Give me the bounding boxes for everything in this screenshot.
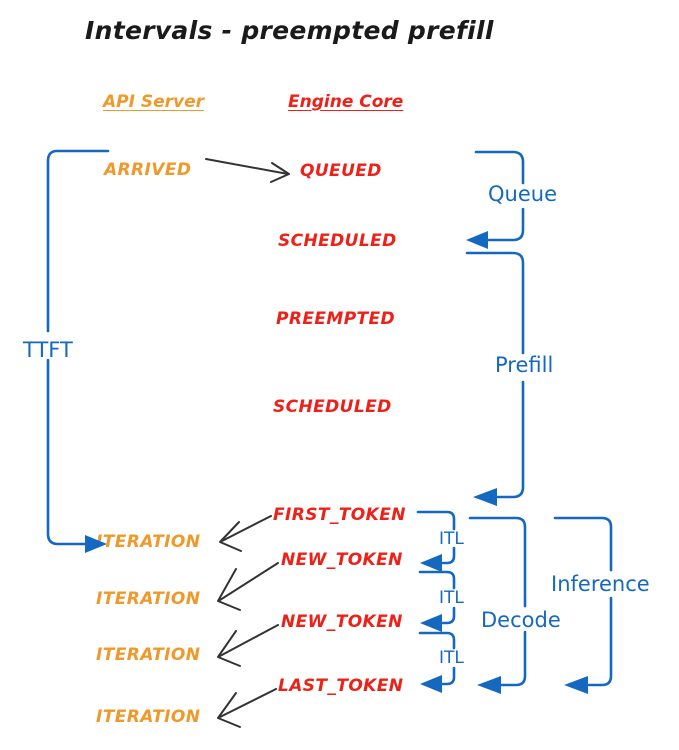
event-scheduled-2: SCHEDULED <box>273 397 392 417</box>
event-iteration-1: ITERATION <box>96 532 201 552</box>
bracket-inference <box>553 516 613 694</box>
interval-label-decode: Decode <box>478 610 564 631</box>
event-new-token-1: NEW_TOKEN <box>281 550 403 570</box>
bracket-decode <box>468 516 527 694</box>
event-scheduled-1: SCHEDULED <box>278 231 397 251</box>
event-preempted: PREEMPTED <box>276 309 396 329</box>
event-new-token-2: NEW_TOKEN <box>281 612 403 632</box>
event-first-token: FIRST_TOKEN <box>273 505 406 525</box>
arrow-last-token-to-iteration-4 <box>217 688 277 728</box>
page-title: Intervals - preempted prefill <box>85 16 494 45</box>
interval-label-itl-2: ITL <box>436 590 467 607</box>
interval-label-queue: Queue <box>485 184 560 205</box>
column-header-engine-core: Engine Core <box>288 92 404 112</box>
event-last-token: LAST_TOKEN <box>278 676 404 696</box>
interval-label-inference: Inference <box>548 574 653 595</box>
bracket-prefill <box>465 251 525 506</box>
arrow-first-token-to-iteration-1 <box>219 515 272 552</box>
event-arrived: ARRIVED <box>104 160 192 180</box>
arrow-new-token-1-to-iteration-2 <box>217 562 279 611</box>
event-iteration-4: ITERATION <box>96 707 201 727</box>
column-header-api-server: API Server <box>103 92 205 112</box>
interval-label-itl-3: ITL <box>436 650 467 667</box>
arrow-new-token-2-to-iteration-3 <box>217 624 279 667</box>
event-iteration-2: ITERATION <box>96 589 201 609</box>
interval-label-prefill: Prefill <box>492 355 557 376</box>
event-iteration-3: ITERATION <box>96 645 201 665</box>
event-queued: QUEUED <box>300 161 382 181</box>
interval-label-ttft: TTFT <box>20 340 76 361</box>
arrow-arrived-to-queued <box>205 158 290 183</box>
interval-label-itl-1: ITL <box>436 531 467 548</box>
